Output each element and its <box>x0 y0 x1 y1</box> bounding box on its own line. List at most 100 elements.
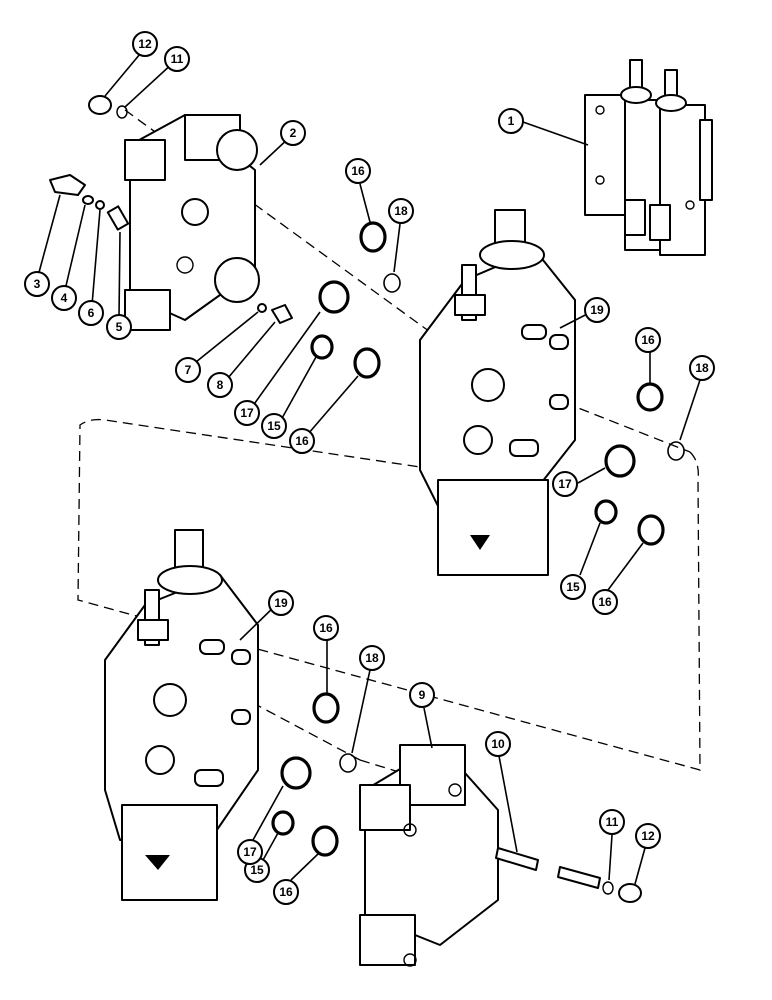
seal-18 <box>383 273 401 293</box>
o-ring-16 <box>359 221 387 253</box>
callout-label: 17 <box>243 845 257 859</box>
end-plate-boss-top <box>124 139 166 181</box>
section-lower-nut <box>137 619 169 641</box>
callout-label: 16 <box>295 434 309 448</box>
callout-8: 8 <box>207 372 233 398</box>
callout-label: 7 <box>185 363 192 377</box>
callout-16-f: 16 <box>273 879 299 905</box>
section-upper-slot <box>509 439 539 457</box>
leader-16b <box>307 375 359 435</box>
o-ring-16 <box>311 825 339 857</box>
leader-12a <box>104 47 146 97</box>
assembly-end-plate <box>584 94 631 216</box>
o-ring-15 <box>594 499 618 525</box>
callout-11-bottom: 11 <box>599 809 625 835</box>
section-lower-slot-4 <box>231 709 251 725</box>
callout-18-b: 18 <box>689 355 715 381</box>
callout-label: 16 <box>279 885 293 899</box>
callout-label: 16 <box>641 333 655 347</box>
o-ring-17 <box>604 444 636 478</box>
callout-label: 16 <box>319 621 333 635</box>
callout-label: 19 <box>590 303 604 317</box>
callout-12-top: 12 <box>132 31 158 57</box>
leader-18c <box>351 669 371 754</box>
o-ring-16 <box>636 382 664 412</box>
leader-11b <box>608 834 613 881</box>
assembly-bolt <box>685 200 695 210</box>
o-ring-16 <box>637 514 665 546</box>
o-ring-16 <box>353 347 381 379</box>
leader-15b <box>579 522 601 576</box>
assembly-line-upper-right <box>519 384 691 453</box>
callout-label: 16 <box>351 164 365 178</box>
o-ring-17 <box>280 756 312 790</box>
clip-11 <box>602 881 614 895</box>
nut-12 <box>618 883 642 903</box>
callout-2: 2 <box>280 120 306 146</box>
leader-17a <box>251 311 321 408</box>
seal-18 <box>667 441 685 461</box>
callout-7: 7 <box>175 357 201 383</box>
seal-18 <box>339 753 357 773</box>
ball-7 <box>257 303 267 313</box>
leader-16d <box>607 542 644 591</box>
leader-10 <box>498 755 518 853</box>
callout-16-c: 16 <box>635 327 661 353</box>
leader-15c <box>262 832 279 861</box>
tie-rod-a <box>495 847 539 871</box>
o-ring-15 <box>271 810 295 836</box>
outlet-plate-hole <box>403 823 417 837</box>
callout-15-b: 15 <box>560 574 586 600</box>
callout-label: 5 <box>116 320 123 334</box>
leader-8 <box>227 321 276 379</box>
leader-4 <box>64 204 86 291</box>
callout-label: 17 <box>558 477 572 491</box>
o-ring-16 <box>312 692 340 724</box>
section-upper-slot-4 <box>549 394 569 410</box>
section-upper-arrow <box>470 535 490 550</box>
assembly-end-cap <box>699 119 713 201</box>
section-lower-plunger-housing <box>121 804 218 901</box>
section-lower-port-b <box>145 745 175 775</box>
washer-4 <box>82 195 94 205</box>
leader-17c <box>252 785 284 841</box>
callout-18-a: 18 <box>388 198 414 224</box>
callout-label: 12 <box>641 829 655 843</box>
end-plate-port-upper <box>216 129 258 171</box>
section-upper-plunger-housing <box>437 479 549 576</box>
callout-15-a: 15 <box>261 413 287 439</box>
callout-10: 10 <box>485 731 511 757</box>
callout-label: 19 <box>274 596 288 610</box>
clip-11 <box>116 105 128 119</box>
callout-label: 11 <box>606 815 619 829</box>
valve-section-upper-illustration <box>419 209 576 576</box>
callout-label: 15 <box>250 863 264 877</box>
callout-16-d: 16 <box>592 589 618 615</box>
leader-15a <box>280 356 317 421</box>
callout-label: 15 <box>267 419 281 433</box>
section-lower-slot <box>194 769 224 787</box>
tie-rods <box>495 847 601 889</box>
callout-12-bottom: 12 <box>635 823 661 849</box>
callout-label: 10 <box>491 737 505 751</box>
inlet-end-plate-illustration <box>124 114 260 331</box>
section-upper-port-a <box>471 368 505 402</box>
end-plate-boss-bottom <box>124 289 171 331</box>
section-upper-nut <box>454 294 486 316</box>
callout-6: 6 <box>78 300 104 326</box>
section-upper-slot-3 <box>549 334 569 350</box>
section-lower-slot-3 <box>231 649 251 665</box>
leader-16f <box>290 853 319 881</box>
outlet-plate-hole <box>403 953 417 967</box>
callout-label: 11 <box>171 52 184 66</box>
callout-4: 4 <box>51 285 77 311</box>
callout-9: 9 <box>409 682 435 708</box>
leader-18a <box>393 223 401 273</box>
leader-1 <box>522 121 589 146</box>
callout-label: 4 <box>61 291 68 305</box>
leader-5 <box>118 231 121 319</box>
section-upper-port-b <box>463 425 493 455</box>
assembly-bolt <box>595 175 605 185</box>
assembly-plunger-a <box>624 199 646 236</box>
